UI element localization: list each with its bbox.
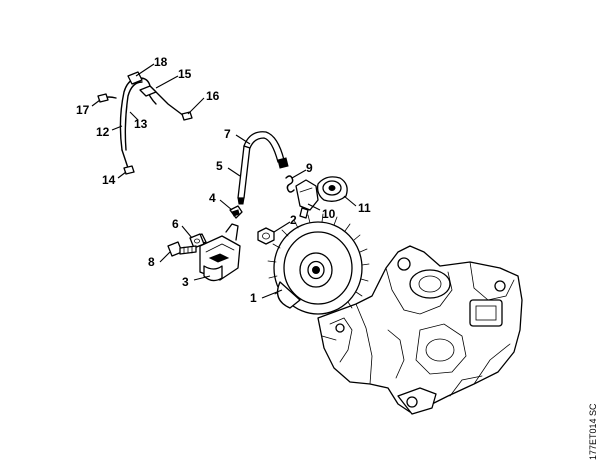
callout-17: 17	[76, 103, 90, 117]
nut	[257, 227, 275, 245]
callout-2: 2	[290, 213, 297, 227]
callout-8: 8	[148, 255, 155, 269]
wiring-harness	[97, 71, 193, 175]
screw	[189, 233, 205, 249]
callout-4: 4	[209, 191, 216, 205]
callout-11: 11	[358, 201, 371, 215]
callouts: 1 2 3 4 5 6 7 8 9 10 11 12 13 14 15 16 1…	[76, 55, 371, 305]
callout-16: 16	[206, 89, 220, 103]
callout-12: 12	[96, 125, 110, 139]
callout-13: 13	[134, 117, 148, 131]
spring	[285, 175, 295, 193]
callout-15: 15	[178, 67, 192, 81]
spark-plug-terminal	[229, 205, 243, 219]
ignition-module	[191, 223, 241, 282]
callout-18: 18	[154, 55, 168, 69]
flywheel	[267, 213, 370, 315]
spark-plug-boot	[295, 179, 319, 219]
spark-plug-cap	[316, 176, 348, 202]
crankcase	[317, 245, 523, 415]
callout-3: 3	[182, 275, 189, 289]
spline-screw	[167, 241, 197, 257]
callout-6: 6	[172, 217, 179, 231]
ignition-lead-hose	[237, 131, 289, 205]
callout-14: 14	[102, 173, 116, 187]
leader-lines	[91, 63, 357, 299]
drawing-code: 177ET014 SC	[588, 403, 598, 460]
callout-10: 10	[322, 207, 336, 221]
callout-5: 5	[216, 159, 223, 173]
callout-7: 7	[224, 127, 231, 141]
callout-1: 1	[250, 291, 257, 305]
callout-9: 9	[306, 161, 313, 175]
